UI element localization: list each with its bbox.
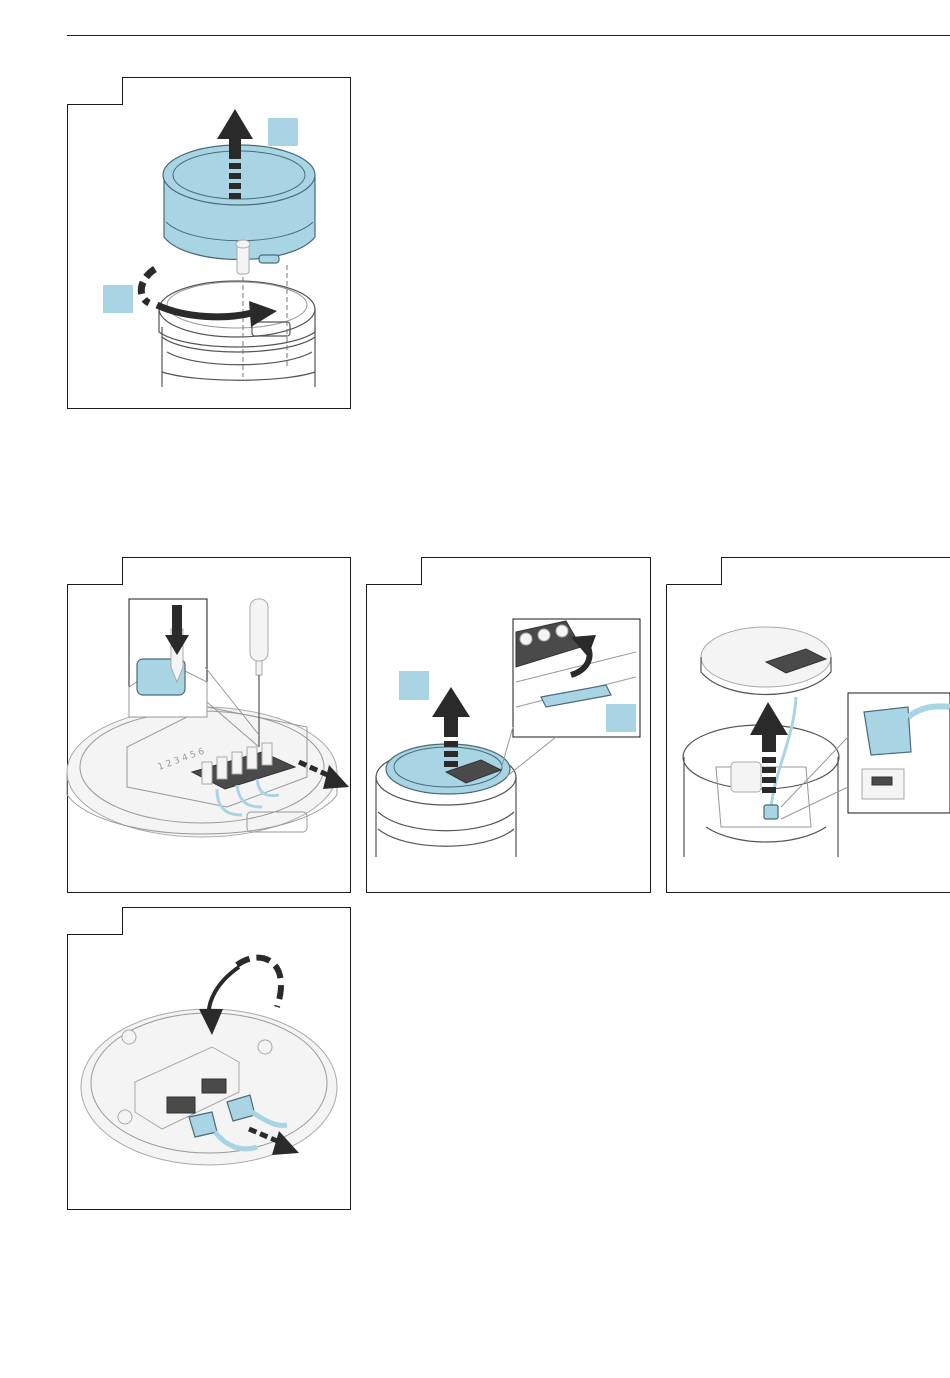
callout-marker-b (606, 704, 636, 732)
callout-marker-b (103, 285, 133, 313)
callout-marker-a (268, 118, 298, 146)
figure-release-terminal-wires: 1 2 3 4 5 6 (67, 557, 352, 894)
callout-marker-a (399, 671, 429, 700)
page-header-rule (67, 35, 950, 36)
figure-lift-electronics-module (366, 557, 651, 894)
figure-rotate-and-unplug (67, 907, 352, 1211)
figure-remove-cover (67, 77, 352, 410)
cable-plug (764, 805, 778, 819)
figure-disconnect-cable-plug (666, 557, 950, 894)
locking-screw (236, 240, 250, 274)
